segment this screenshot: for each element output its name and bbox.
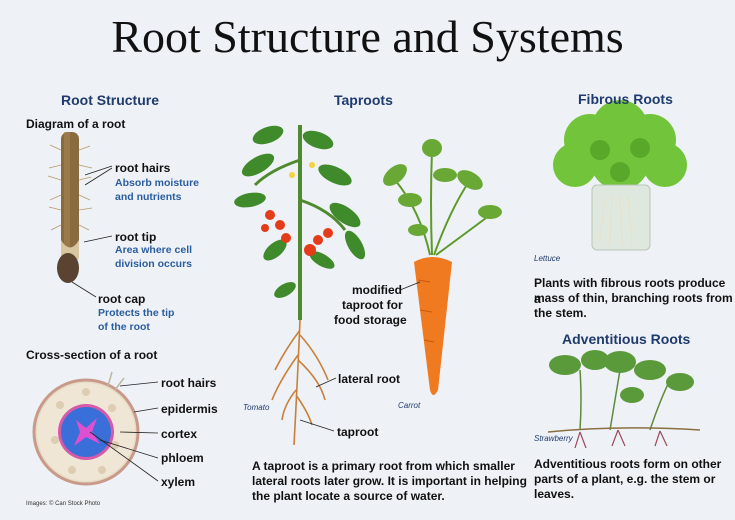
- carrot-image: [383, 139, 502, 395]
- root-tip-desc-2: division occurs: [115, 258, 193, 270]
- taproots-body-2: lateral roots later grow. It is importan…: [252, 474, 527, 488]
- cross-label-root-hairs: root hairs: [161, 376, 217, 390]
- modified-label-2: taproot for: [342, 298, 403, 312]
- taproot-label: taproot: [337, 425, 379, 439]
- root-diagram-image: [47, 132, 113, 298]
- modified-label-3: food storage: [334, 313, 407, 327]
- cross-section-heading: Cross-section of a root: [26, 348, 158, 362]
- image-credit: Images: © Can Stock Photo: [26, 501, 101, 507]
- adventitious-body-1: Adventitious roots form on other: [534, 457, 722, 471]
- diagram-heading: Diagram of a root: [26, 117, 126, 131]
- adventitious-body-3: leaves.: [534, 487, 575, 501]
- page-title: Root Structure and Systems: [111, 11, 624, 62]
- fibrous-body-2: mass of thin, branching roots from: [534, 291, 733, 305]
- cross-label-epidermis: epidermis: [161, 402, 218, 416]
- root-cap-desc-2: of the root: [98, 321, 150, 333]
- root-hairs-desc-1: Absorb moisture: [115, 177, 200, 189]
- strawberry-image: [547, 350, 701, 449]
- root-tip-desc-1: Area where cell: [115, 244, 193, 256]
- strawberry-caption: Strawberry: [534, 434, 573, 443]
- fibrous-roots-heading: Fibrous Roots: [578, 91, 673, 107]
- lettuce-image: [553, 100, 687, 251]
- root-cap-label: root cap: [98, 292, 146, 306]
- tomato-caption: Tomato: [243, 403, 270, 412]
- tomato-plant-image: [234, 125, 366, 446]
- root-tip-label: root tip: [115, 230, 157, 244]
- cross-section-image: [32, 371, 159, 486]
- root-hairs-desc-2: and nutrients: [115, 191, 182, 203]
- root-cap-desc-1: Protects the tip: [98, 307, 175, 319]
- lateral-root-label: lateral root: [338, 372, 401, 386]
- cross-label-cortex: cortex: [161, 427, 198, 441]
- taproots-body-1: A taproot is a primary root from which s…: [252, 459, 515, 473]
- fibrous-body-3: the stem.: [534, 306, 587, 320]
- adventitious-body-2: parts of a plant, e.g. the stem or: [534, 472, 716, 486]
- cross-label-phloem: phloem: [161, 451, 204, 465]
- fibrous-body-1: Plants with fibrous roots produce a: [534, 276, 726, 306]
- cross-label-xylem: xylem: [161, 475, 196, 489]
- taproots-body-3: the plant locate a source of water.: [252, 489, 445, 503]
- adventitious-roots-heading: Adventitious Roots: [562, 331, 691, 347]
- taproots-heading: Taproots: [334, 92, 393, 108]
- lettuce-caption: Lettuce: [534, 254, 561, 263]
- modified-label-1: modified: [352, 283, 402, 297]
- root-hairs-label: root hairs: [115, 161, 171, 175]
- root-structure-heading: Root Structure: [61, 92, 159, 108]
- carrot-caption: Carrot: [398, 401, 421, 410]
